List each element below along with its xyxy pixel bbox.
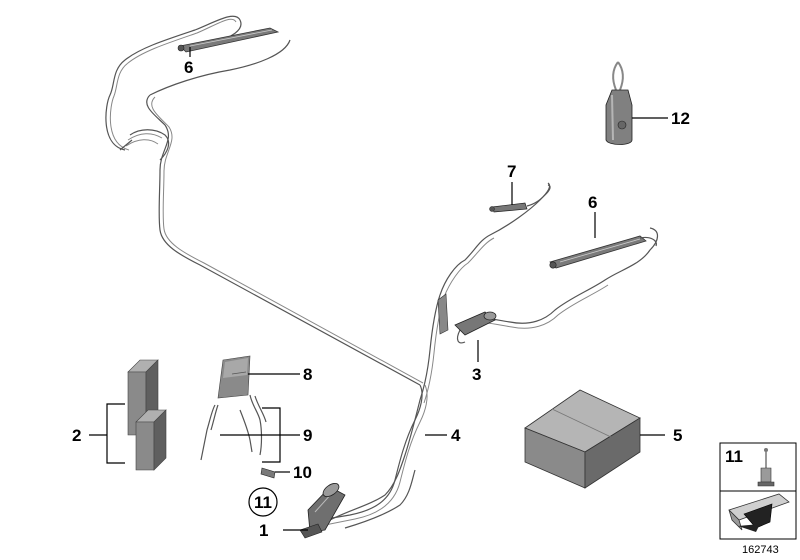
part-8-pad: [217, 355, 251, 399]
callout-12: 12: [671, 109, 690, 128]
callout-1: 1: [259, 521, 268, 540]
callout-11: 11: [254, 493, 272, 512]
callout-6-left: 6: [184, 58, 193, 77]
callout-5: 5: [673, 426, 682, 445]
rivet-icon: [757, 448, 775, 487]
part-10-hose: [260, 467, 276, 479]
reference-number: 162743: [742, 544, 779, 556]
part-3-valve: [437, 293, 497, 336]
part-5-box: [524, 389, 641, 489]
callout-4: 4: [451, 426, 461, 445]
part-12-adapter: [605, 61, 633, 145]
callout-11-circle: [248, 487, 278, 517]
callout-9: 9: [303, 426, 312, 445]
callout-2: 2: [72, 426, 81, 445]
legend-box: 11: [719, 442, 797, 540]
part-9-clips: [200, 394, 267, 461]
part-2-seal-blocks: [127, 359, 167, 471]
part-7-connector: [489, 184, 551, 213]
callout-6-right: 6: [588, 193, 597, 212]
callout-7: 7: [507, 162, 516, 181]
direction-arrow-icon: [728, 493, 790, 532]
leader-lines: [89, 47, 668, 531]
hose-line-left: [105, 15, 424, 386]
callout-3: 3: [472, 365, 481, 384]
drain-channel-right: [549, 235, 657, 269]
callout-8: 8: [303, 365, 312, 384]
drain-channel-left: [177, 27, 280, 53]
legend-item-number: 11: [725, 447, 743, 466]
part-1-collector: [299, 483, 346, 539]
callout-10: 10: [293, 463, 312, 482]
